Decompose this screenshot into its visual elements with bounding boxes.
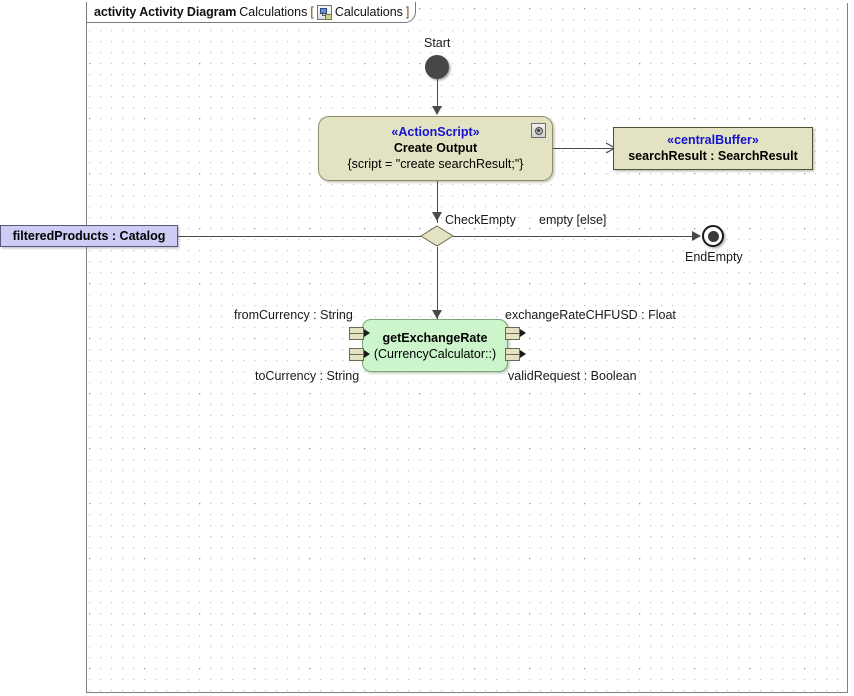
create-output-name: Create Output bbox=[393, 141, 478, 155]
pin-label-to-currency: toCurrency : String bbox=[255, 369, 360, 383]
pin-label-exchange-rate: exchangeRateCHFUSD : Float bbox=[505, 308, 676, 322]
buffer-stereotype: «centralBuffer» bbox=[667, 133, 759, 147]
call-behavior-action-get-exchange-rate[interactable]: getExchangeRate (CurrencyCalculator::) bbox=[362, 319, 508, 372]
check-empty-label: CheckEmpty bbox=[445, 213, 516, 227]
gear-icon[interactable] bbox=[531, 123, 546, 138]
action-create-output[interactable]: «ActionScript» Create Output {script = "… bbox=[318, 116, 553, 181]
input-pin-to-currency[interactable] bbox=[349, 348, 364, 361]
create-output-script: {script = "create searchResult;"} bbox=[347, 157, 524, 171]
edge-check-empty-to-end-empty bbox=[453, 236, 698, 237]
get-exchange-rate-name: getExchangeRate bbox=[382, 330, 488, 345]
arrowhead-check-empty-to-get-exchange-rate bbox=[432, 310, 442, 319]
get-exchange-rate-qualifier: (CurrencyCalculator::) bbox=[373, 346, 497, 361]
end-empty-label: EndEmpty bbox=[685, 250, 743, 264]
input-pin-from-currency[interactable] bbox=[349, 327, 364, 340]
input-pin-from-currency-arrow bbox=[364, 329, 370, 337]
guard-empty-else-label: empty [else] bbox=[539, 213, 607, 227]
frame-keyword: activity Activity Diagram bbox=[94, 5, 237, 19]
frame-bracket-close: ] bbox=[405, 5, 410, 19]
edge-create-output-to-buffer bbox=[553, 148, 613, 149]
buffer-name: searchResult : SearchResult bbox=[628, 149, 798, 163]
arrowhead-check-empty-to-end-empty bbox=[692, 231, 701, 241]
edge-check-empty-to-get-exchange-rate bbox=[437, 247, 438, 319]
output-pin-valid-request-arrow bbox=[520, 350, 526, 358]
activity-diagram-icon bbox=[316, 4, 332, 20]
frame-title-tab[interactable]: activity Activity Diagram Calculations [… bbox=[86, 2, 417, 23]
output-pin-exchange-rate[interactable] bbox=[505, 327, 520, 340]
filtered-products-label: filteredProducts : Catalog bbox=[12, 229, 166, 243]
edge-filtered-products-to-check-empty bbox=[177, 236, 421, 237]
decision-node-check-empty[interactable] bbox=[420, 225, 454, 247]
pin-label-from-currency: fromCurrency : String bbox=[234, 308, 353, 322]
pin-label-valid-request: validRequest : Boolean bbox=[508, 369, 637, 383]
create-output-stereotype: «ActionScript» bbox=[391, 125, 480, 139]
arrowhead-start-to-create-output bbox=[432, 106, 442, 115]
edge-start-to-create-output bbox=[437, 79, 438, 111]
output-pin-valid-request[interactable] bbox=[505, 348, 520, 361]
initial-node[interactable] bbox=[425, 55, 449, 79]
frame-ref-name: Calculations bbox=[334, 5, 403, 19]
frame-diagram-name: Calculations bbox=[239, 5, 308, 19]
input-pin-to-currency-arrow bbox=[364, 350, 370, 358]
object-node-filtered-products[interactable]: filteredProducts : Catalog bbox=[0, 225, 178, 247]
frame-bracket-open: [ bbox=[310, 5, 314, 19]
edge-create-output-to-check-empty bbox=[437, 181, 438, 223]
arrowhead-create-output-to-check-empty bbox=[432, 212, 442, 221]
output-pin-exchange-rate-arrow bbox=[520, 329, 526, 337]
activity-final-node-end-empty[interactable] bbox=[702, 225, 724, 247]
central-buffer-search-result[interactable]: «centralBuffer» searchResult : SearchRes… bbox=[613, 127, 813, 170]
start-node-label: Start bbox=[424, 36, 451, 50]
